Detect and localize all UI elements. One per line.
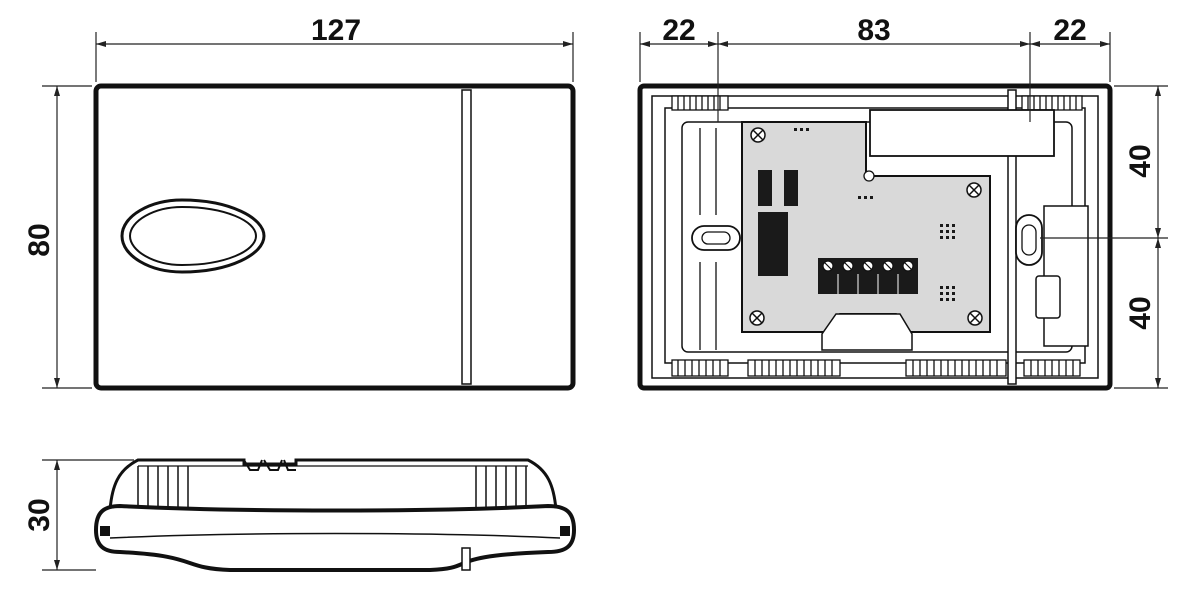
pcb-components <box>758 128 955 301</box>
dim-rear-middle-label: 83 <box>857 14 890 47</box>
dim-front-height-label: 80 <box>23 223 56 256</box>
dim-rear-right-side: 40 40 <box>1040 85 1168 389</box>
side-ribs-right <box>475 466 527 510</box>
dim-rear-top: 22 83 22 <box>639 14 1111 122</box>
front-oval-window <box>120 198 266 274</box>
dim-rear-lower-label: 40 <box>1124 296 1157 329</box>
rear-ribs-top-right <box>1021 95 1083 111</box>
dim-front-height: 80 <box>23 85 92 389</box>
side-back-base <box>108 458 558 512</box>
pcb-board <box>741 121 991 351</box>
rear-ribs-bottom <box>671 359 1081 377</box>
dim-rear-left-label: 22 <box>662 14 695 47</box>
pcb-terminal-block <box>818 258 918 294</box>
dim-rear-upper-label: 40 <box>1124 144 1157 177</box>
side-ribs-left <box>137 466 189 510</box>
dim-front-width: 127 <box>95 14 574 82</box>
dim-front-width-label: 127 <box>311 14 361 47</box>
rear-view: 22 83 22 40 40 <box>637 14 1168 391</box>
dim-side-depth-label: 30 <box>23 498 56 531</box>
front-housing-outline <box>93 83 576 391</box>
side-view: 30 <box>23 458 577 572</box>
rear-cover-plate <box>869 109 1055 157</box>
dim-rear-right-label: 22 <box>1053 14 1086 47</box>
side-front-cover <box>93 503 577 572</box>
front-split-line <box>461 89 472 385</box>
rear-side-latch <box>1035 205 1089 347</box>
dim-side-depth: 30 <box>23 459 134 571</box>
rear-ribs-top-left <box>671 95 729 111</box>
front-view: 127 80 <box>23 14 576 391</box>
pcb-screw <box>749 127 983 326</box>
